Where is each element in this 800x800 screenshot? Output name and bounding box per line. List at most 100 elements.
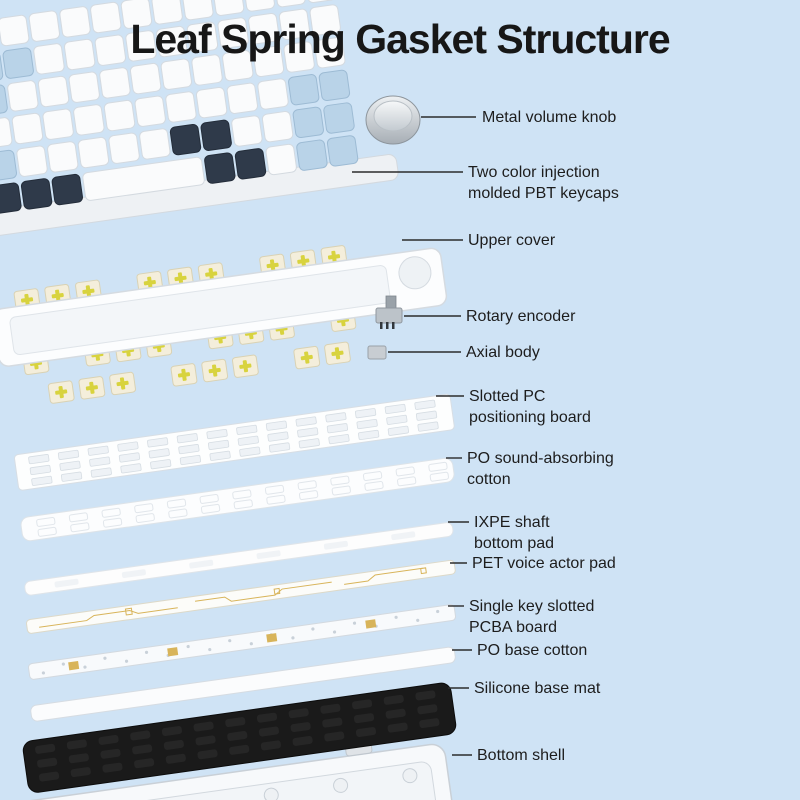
cotton-hole — [395, 466, 415, 477]
switch-stem — [177, 272, 184, 285]
keycap — [265, 143, 297, 176]
board-slot — [89, 456, 111, 467]
cotton-hole — [232, 489, 252, 500]
keycap — [77, 136, 110, 169]
cotton-hole — [37, 526, 57, 537]
keycap — [156, 25, 188, 58]
silicone-bump — [322, 717, 343, 728]
ixpe-hole — [189, 559, 214, 569]
silicone-bump — [415, 690, 436, 701]
board-slot — [268, 442, 291, 453]
silicone-bump — [100, 748, 121, 759]
board-slot — [209, 450, 231, 461]
pcba-layer — [28, 604, 457, 680]
silicone-base-mat-layer — [22, 682, 457, 793]
keycap — [283, 41, 315, 73]
pcba-dot — [186, 644, 190, 649]
silicone-bump — [227, 731, 248, 741]
board-slot — [356, 418, 378, 430]
silicone-bump — [417, 704, 438, 715]
board-slot — [87, 445, 109, 456]
keycap — [108, 132, 140, 164]
keycap — [288, 74, 320, 106]
switch-stem — [211, 364, 218, 377]
board-slot — [57, 449, 80, 460]
silicone-bump — [39, 771, 60, 782]
callout-label-po-base-cotton: PO base cotton — [477, 642, 588, 659]
keycap — [42, 108, 74, 140]
keycap — [20, 178, 53, 210]
board-slot — [59, 460, 81, 471]
axial-body-part — [367, 345, 387, 360]
pcba-dot — [61, 662, 65, 666]
knob-hole — [398, 256, 432, 290]
board-slot — [206, 428, 228, 440]
silicone-bump — [383, 694, 404, 705]
keycap — [120, 0, 153, 29]
ixpe-cutouts — [54, 531, 416, 588]
board-slot — [298, 438, 320, 449]
keycap — [217, 17, 249, 49]
board-slot — [415, 410, 438, 421]
pcba-dot — [103, 656, 107, 660]
keycap — [37, 75, 70, 108]
cotton-hole — [168, 508, 188, 519]
pcba-dot — [144, 650, 149, 654]
board-slot — [31, 475, 53, 486]
board-slot — [358, 429, 380, 441]
keycap — [94, 34, 127, 66]
switch-stem — [24, 293, 30, 307]
keycap — [99, 67, 131, 99]
switch-stem — [147, 276, 153, 289]
board-slot — [417, 421, 439, 432]
cotton-hole — [134, 503, 154, 514]
circuit-pad — [273, 587, 281, 595]
silicone-bump — [130, 730, 151, 741]
board-slot — [326, 423, 349, 434]
pcba-dot — [249, 642, 253, 646]
keycap — [257, 78, 289, 110]
pcba-dot — [311, 627, 315, 631]
screw-boss — [333, 777, 349, 793]
pcba-dot — [332, 630, 337, 634]
ixpe-body — [24, 522, 454, 596]
circuit-trace — [39, 607, 178, 628]
keycap — [165, 91, 197, 123]
pcba-gold-pad — [266, 633, 278, 643]
keycap — [33, 43, 65, 75]
keycap — [73, 104, 105, 136]
keycap — [0, 117, 13, 149]
silicone-bump — [419, 718, 440, 729]
pet-pad-body — [26, 559, 456, 634]
board-slot — [207, 439, 230, 450]
callout-label-axial-body: Axial body — [466, 344, 540, 361]
board-slot — [325, 412, 347, 423]
callout-label-pcba-board: Single key slotted PCBA board — [469, 598, 595, 636]
switch-stem — [300, 255, 307, 268]
board-slot — [150, 459, 172, 470]
cotton-hole — [101, 507, 121, 518]
keycap — [134, 95, 166, 127]
switch-stem — [331, 250, 337, 263]
keycap — [0, 14, 30, 47]
keycap — [309, 4, 341, 36]
board-slot — [386, 414, 408, 425]
ixpe-hole — [323, 540, 348, 550]
keycap — [51, 173, 83, 206]
silicone-bump — [68, 753, 89, 764]
upper-cover-recess — [9, 265, 391, 356]
board-slot — [387, 425, 409, 436]
silicone-bump — [134, 758, 155, 769]
callout-label-silicone-base-mat: Silicone base mat — [474, 680, 601, 697]
board-slot — [117, 441, 139, 452]
keycap — [68, 71, 100, 103]
switch-stem — [55, 289, 61, 302]
cotton-hole — [199, 494, 219, 504]
silicone-bump — [70, 767, 91, 778]
keycap — [182, 0, 214, 21]
silicone-bump — [385, 708, 406, 719]
silicone-bumps — [35, 690, 440, 782]
board-slot — [267, 431, 289, 442]
keycap — [16, 145, 48, 177]
